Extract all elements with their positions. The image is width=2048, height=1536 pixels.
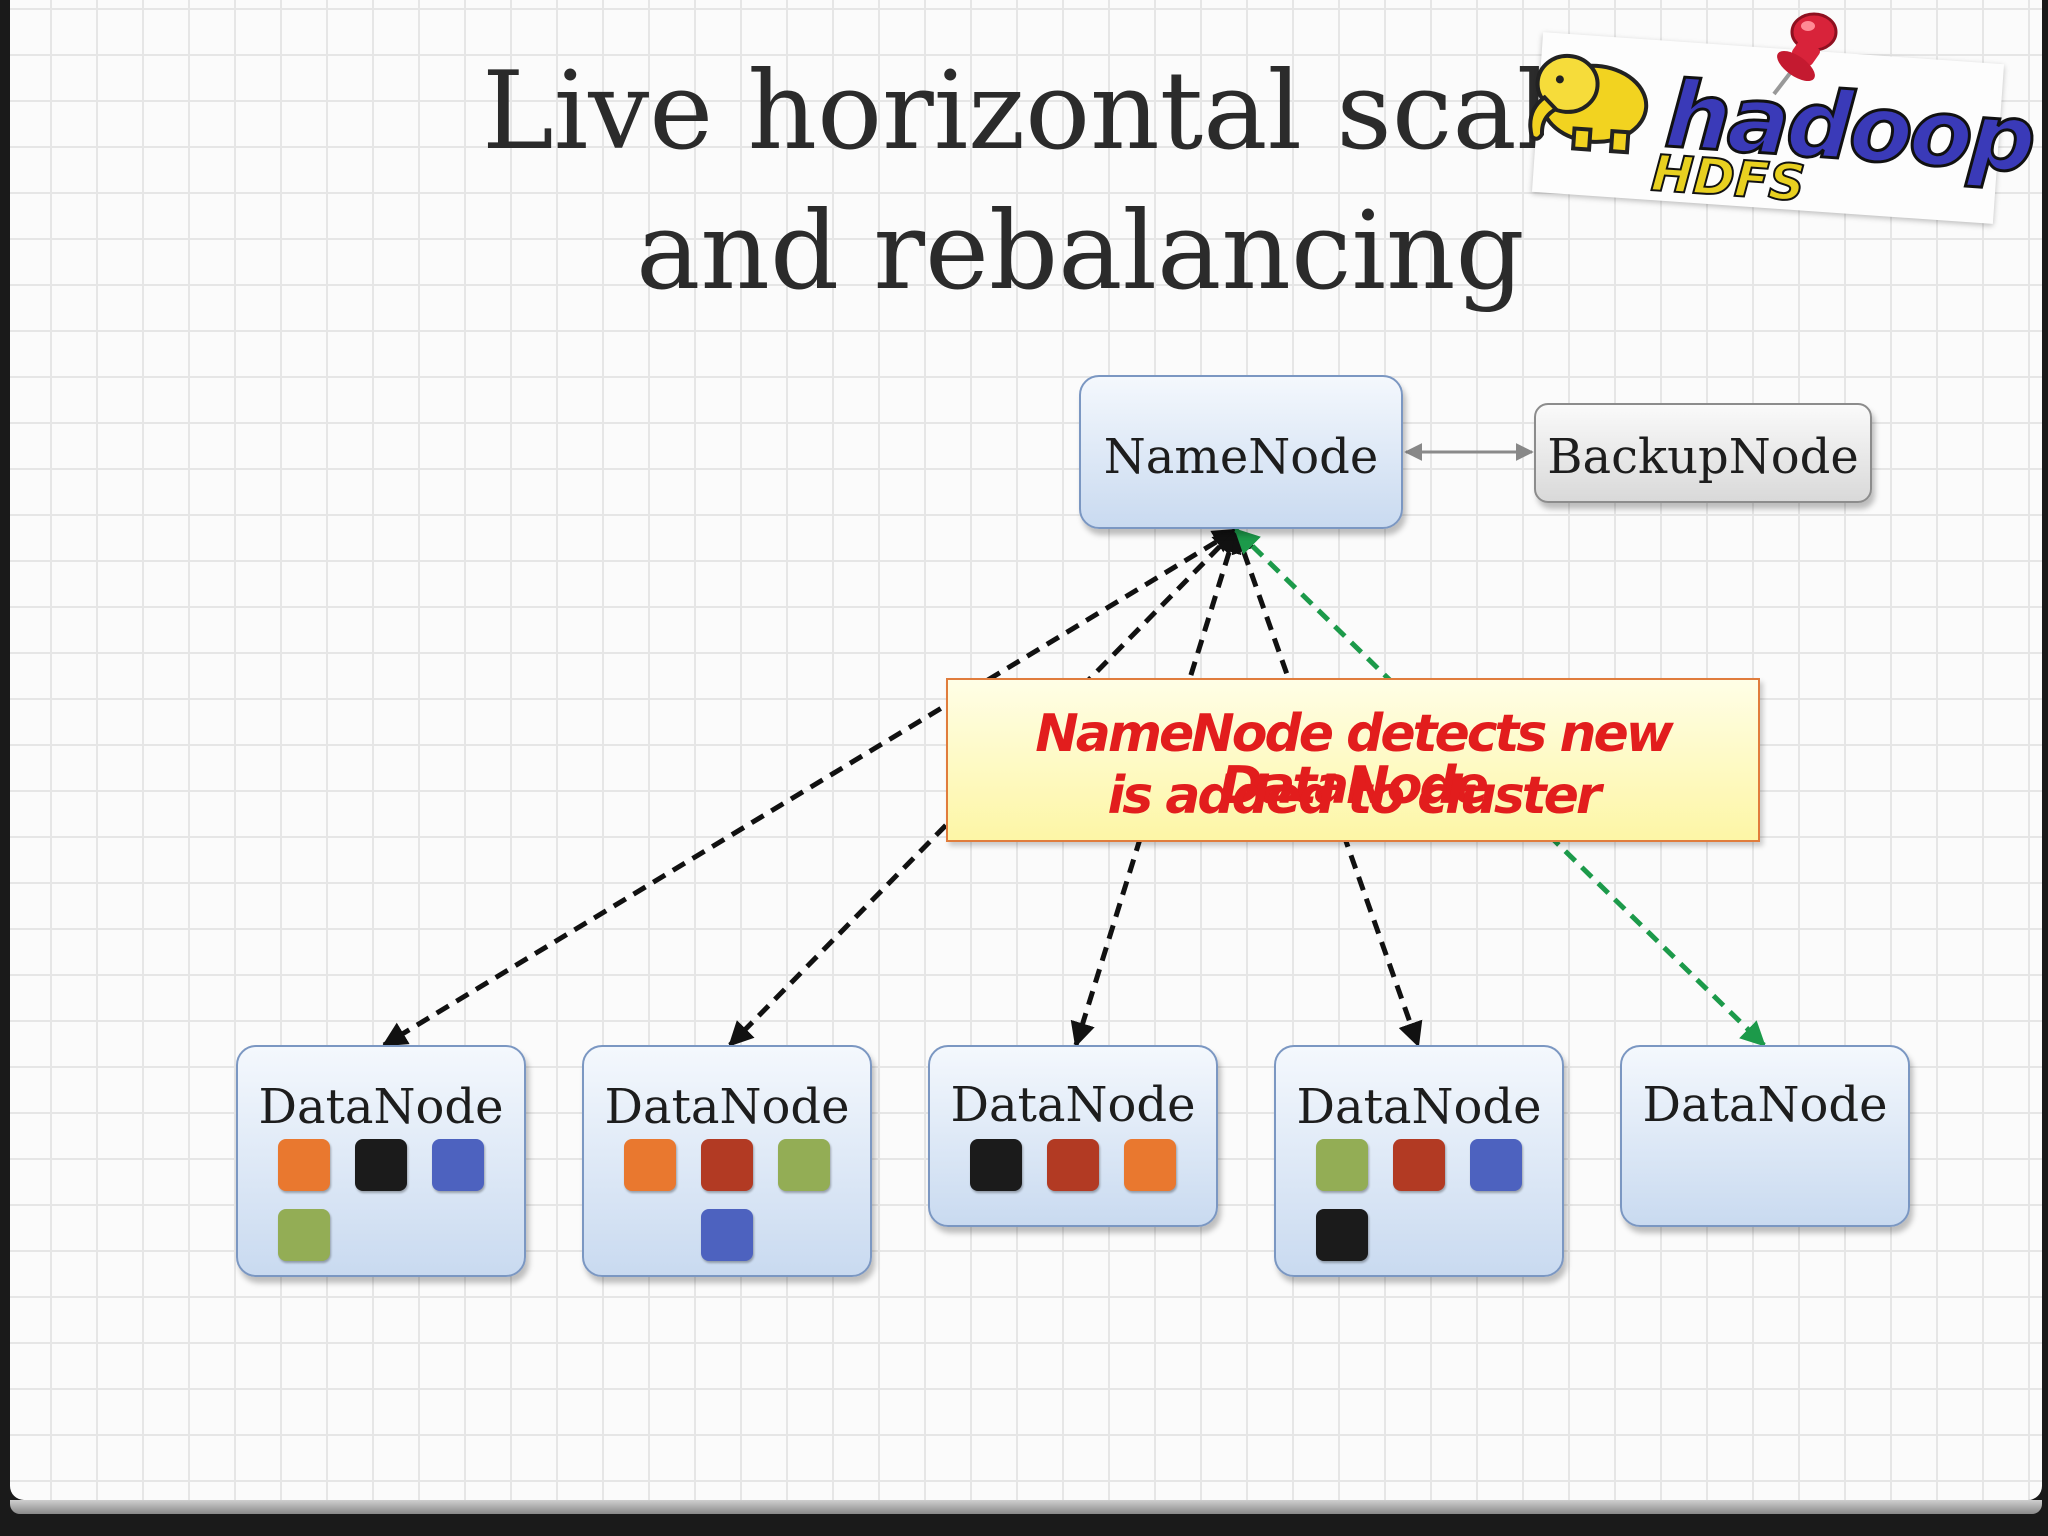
data-block-blue bbox=[701, 1209, 753, 1261]
data-block-green bbox=[778, 1139, 830, 1191]
datanode-box: DataNode bbox=[928, 1045, 1218, 1227]
elephant-icon bbox=[1528, 53, 1649, 155]
data-block-blue bbox=[432, 1139, 484, 1191]
backupnode-label: BackupNode bbox=[1547, 429, 1859, 485]
namenode-label: NameNode bbox=[1103, 429, 1379, 485]
data-block-red bbox=[1393, 1139, 1445, 1191]
push-pin-icon bbox=[1772, 12, 1838, 96]
datanode-label: DataNode bbox=[258, 1079, 504, 1135]
data-block-black bbox=[970, 1139, 1022, 1191]
datanode-box: DataNode bbox=[236, 1045, 526, 1277]
datanode-label: DataNode bbox=[1296, 1079, 1542, 1135]
backupnode-box: BackupNode bbox=[1534, 403, 1872, 503]
datanode-box: DataNode bbox=[582, 1045, 872, 1277]
hadoop-hdfs-logo: hadoop HDFS bbox=[1528, 32, 2038, 224]
link-datanode-3 bbox=[1070, 527, 1242, 1048]
data-block-orange bbox=[278, 1139, 330, 1191]
data-block-black bbox=[1316, 1209, 1368, 1261]
data-block-red bbox=[1047, 1139, 1099, 1191]
datanode-label: DataNode bbox=[1642, 1077, 1888, 1133]
slide-title-line-1: Live horizontal scaling bbox=[482, 49, 1725, 174]
datanode-label: DataNode bbox=[950, 1077, 1196, 1133]
new-datanode-box: DataNode bbox=[1620, 1045, 1910, 1227]
data-block-green bbox=[278, 1209, 330, 1261]
datanode-label: DataNode bbox=[604, 1079, 850, 1135]
data-block-blue bbox=[1470, 1139, 1522, 1191]
data-block-black bbox=[355, 1139, 407, 1191]
callout-note: NameNode detects new DataNode is added t… bbox=[946, 678, 1760, 842]
callout-line-1: NameNode detects new DataNode bbox=[1035, 704, 1674, 816]
data-block-green bbox=[1316, 1139, 1368, 1191]
slide-edge bbox=[10, 1500, 2042, 1514]
namenode-box: NameNode bbox=[1079, 375, 1403, 529]
callout-line-2: is added to cluster bbox=[1107, 766, 1601, 826]
data-block-orange bbox=[624, 1139, 676, 1191]
data-block-orange bbox=[1124, 1139, 1176, 1191]
datanode-box: DataNode bbox=[1274, 1045, 1564, 1277]
data-block-red bbox=[701, 1139, 753, 1191]
slide-title-line-2: and rebalancing bbox=[636, 189, 1525, 314]
